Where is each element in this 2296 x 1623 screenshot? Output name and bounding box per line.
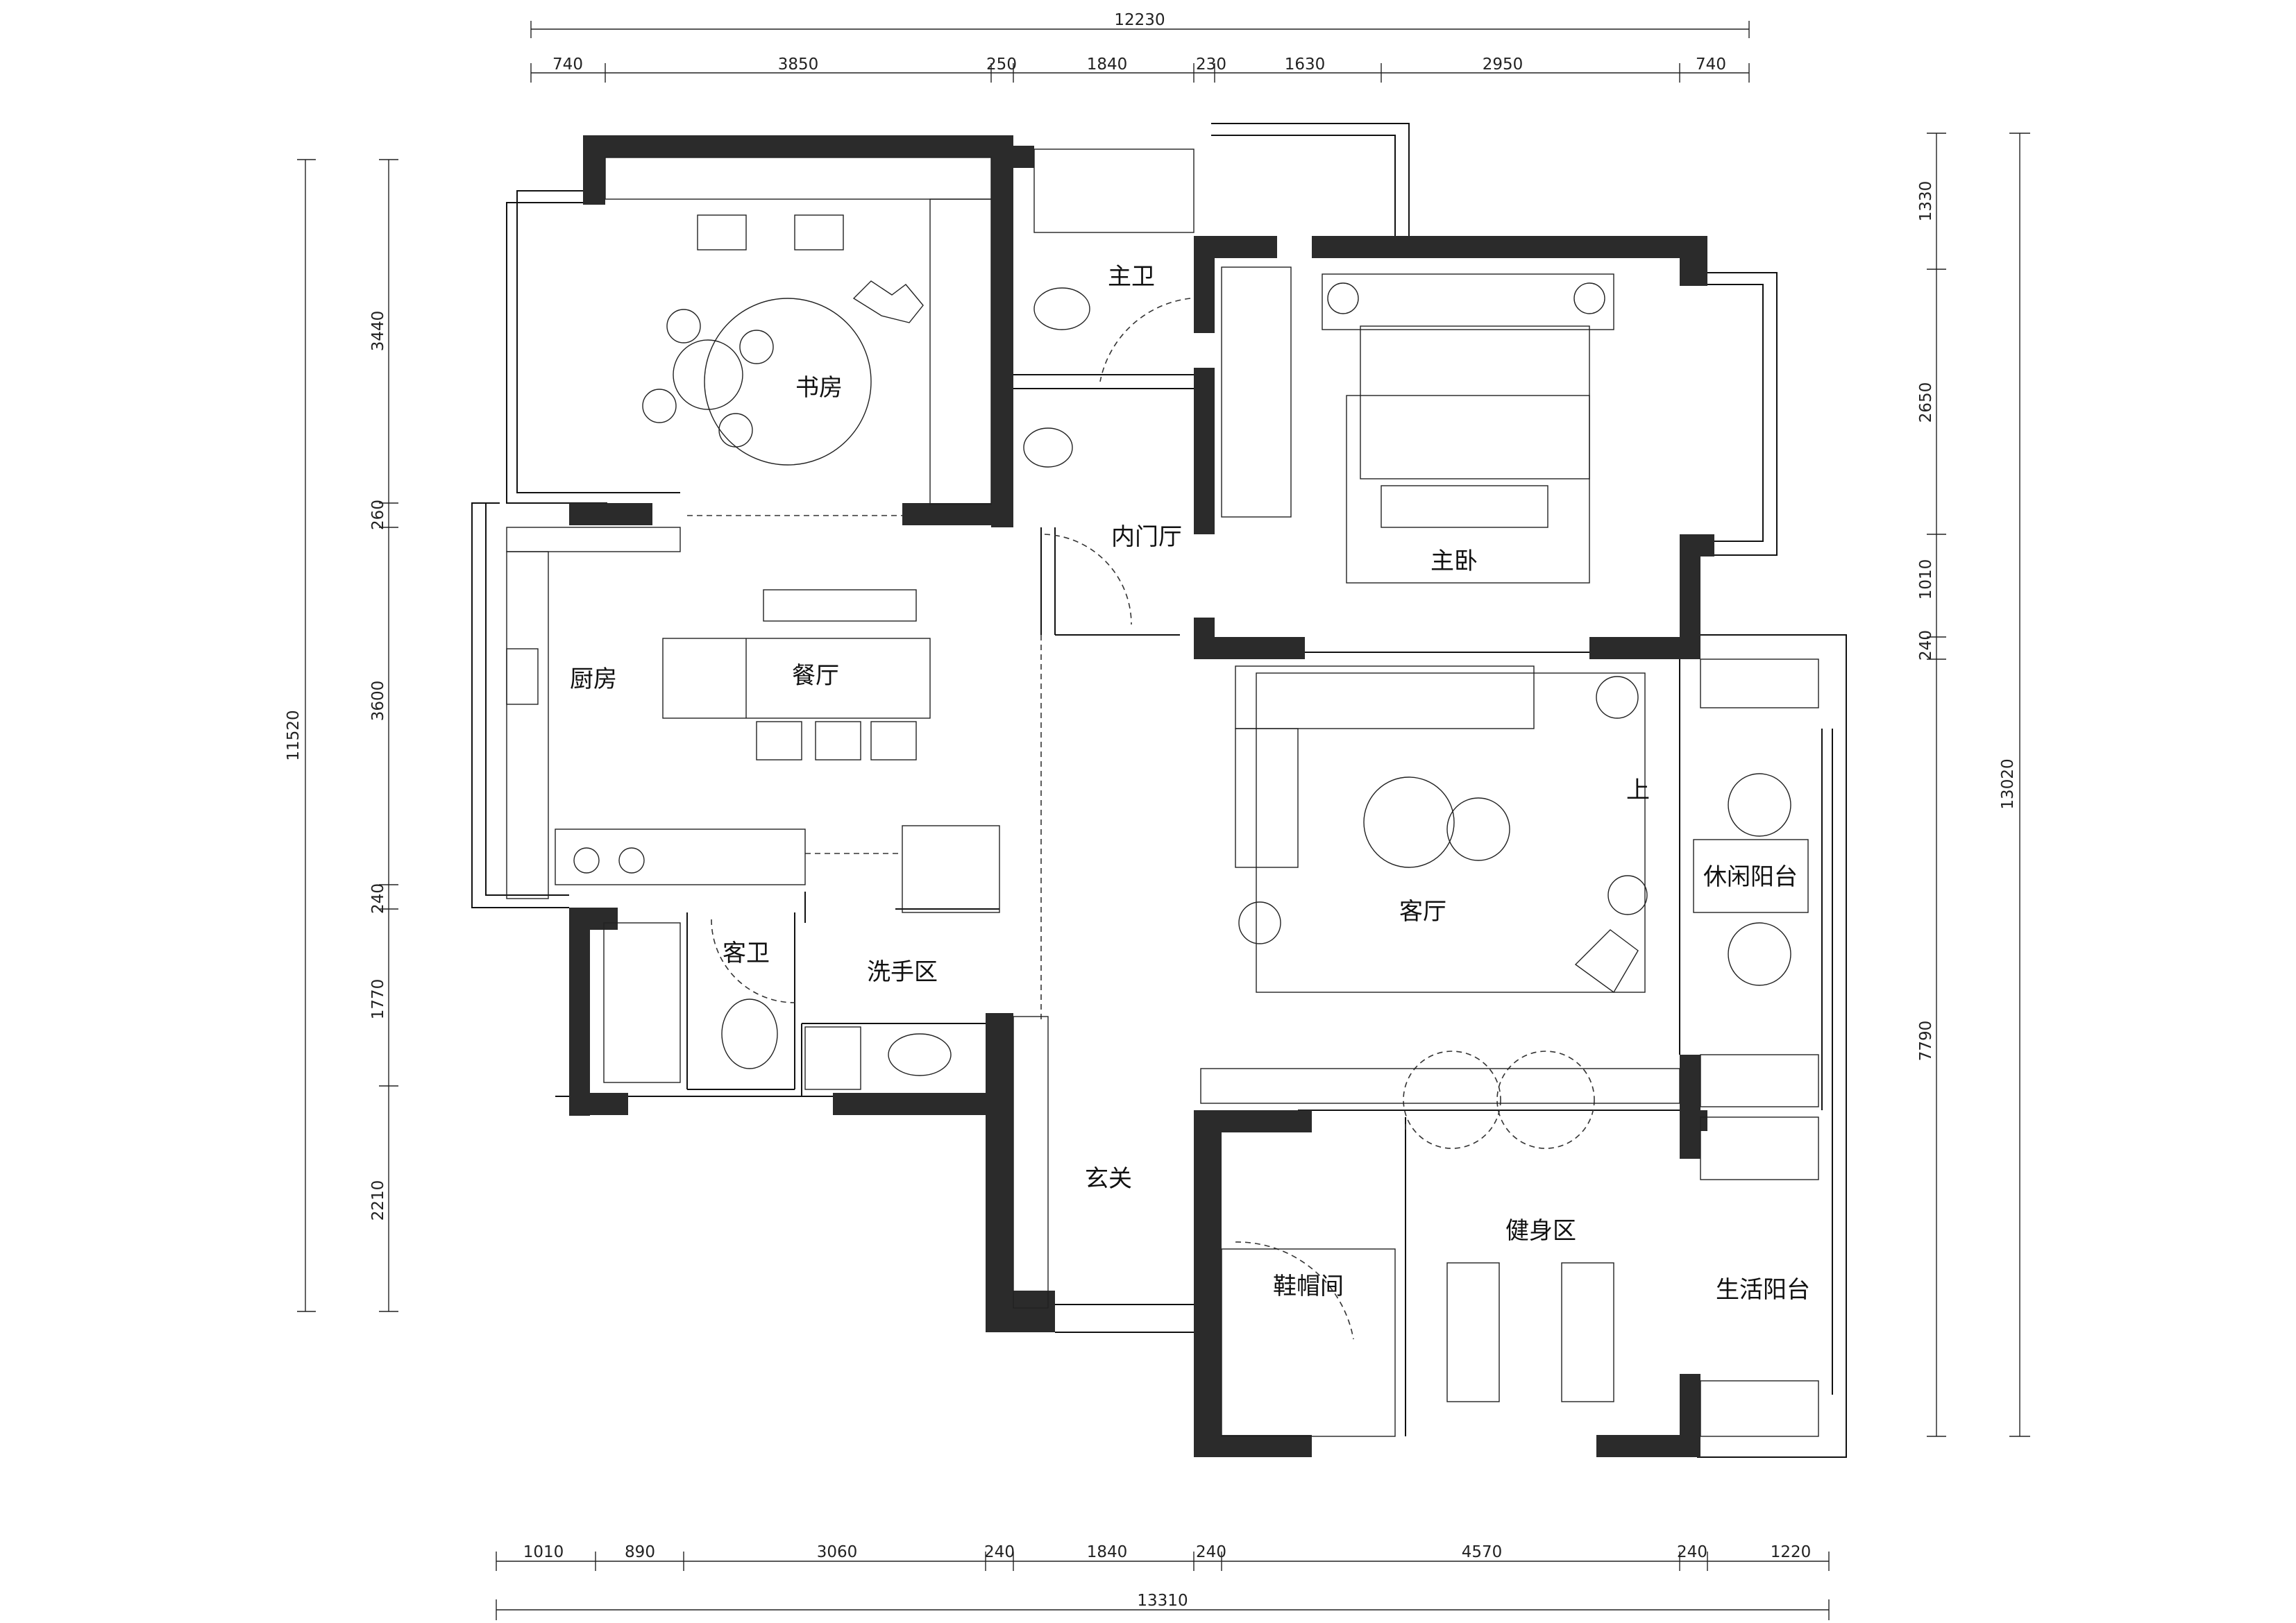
- bottom-dimension-lines: [496, 1552, 1830, 1620]
- room-label-dining: 餐厅: [792, 662, 839, 690]
- room-label-shoe-room: 鞋帽间: [1273, 1273, 1344, 1300]
- top-dim-8: 740: [1696, 56, 1726, 74]
- left-dimension-lines: [297, 159, 398, 1312]
- top-dim-2: 3850: [778, 56, 819, 74]
- top-dim-5: 230: [1196, 56, 1226, 74]
- walls: [569, 135, 1714, 1457]
- guest-bath-fixtures: [603, 922, 952, 1090]
- kitchen-dining-furniture: [506, 527, 1000, 913]
- right-dim-5: 7790: [1917, 1021, 1935, 1062]
- left-dim-4: 240: [369, 883, 387, 914]
- top-dimension-lines: [530, 21, 1750, 83]
- room-label-living: 客厅: [1399, 898, 1446, 926]
- left-dim-5: 1770: [369, 979, 387, 1020]
- bottom-dim-9: 1220: [1771, 1543, 1812, 1561]
- bottom-dim-5: 1840: [1087, 1543, 1128, 1561]
- left-dim-1: 3440: [369, 311, 387, 352]
- right-total-dimension: 13020: [1999, 758, 2017, 809]
- room-label-entrance: 玄关: [1085, 1165, 1132, 1193]
- openings: [687, 298, 1595, 1340]
- room-label-kitchen: 厨房: [570, 665, 617, 693]
- top-dim-4: 1840: [1087, 56, 1128, 74]
- right-dimension-lines: [1927, 133, 2030, 1437]
- top-total-dimension: 12230: [1114, 11, 1165, 29]
- left-dim-2: 260: [369, 500, 387, 530]
- bottom-dim-3: 3060: [817, 1543, 858, 1561]
- study-furniture: [605, 157, 992, 505]
- room-label-wash-area: 洗手区: [867, 958, 938, 986]
- outer-outline: [471, 123, 1847, 1458]
- right-dim-4: 240: [1917, 630, 1935, 661]
- room-label-utility-balcony: 生活阳台: [1716, 1276, 1810, 1304]
- bottom-dim-7: 4570: [1462, 1543, 1503, 1561]
- bottom-dim-8: 240: [1677, 1543, 1707, 1561]
- room-label-leisure-balcony: 休闲阳台: [1703, 863, 1798, 891]
- right-dim-1: 1330: [1917, 181, 1935, 222]
- entrance-gym-furniture: [1013, 1016, 1680, 1437]
- stair-up-label: 上: [1626, 776, 1650, 804]
- bedroom-furniture: [1221, 266, 1614, 584]
- left-total-dimension: 11520: [285, 710, 303, 760]
- top-dim-1: 740: [552, 56, 583, 74]
- bottom-dim-4: 240: [984, 1543, 1015, 1561]
- bottom-dim-1: 1010: [523, 1543, 564, 1561]
- room-label-master-bath: 主卫: [1108, 263, 1155, 291]
- bottom-dim-6: 240: [1196, 1543, 1226, 1561]
- left-dim-3: 3600: [369, 681, 387, 722]
- top-dim-7: 2950: [1483, 56, 1523, 74]
- bottom-total-dimension: 13310: [1137, 1592, 1188, 1610]
- room-label-guest-bath: 客卫: [723, 940, 770, 967]
- room-label-master-bedroom: 主卧: [1430, 547, 1478, 575]
- living-furniture: [1235, 665, 1648, 994]
- room-label-study: 书房: [795, 374, 843, 402]
- room-label-inner-hall: 内门厅: [1111, 523, 1182, 551]
- balcony-furniture: [1693, 658, 1819, 1437]
- left-dim-6: 2210: [369, 1180, 387, 1221]
- right-dim-3: 1010: [1917, 559, 1935, 600]
- right-dim-2: 2650: [1917, 382, 1935, 423]
- top-dim-6: 1630: [1285, 56, 1326, 74]
- bottom-dim-2: 890: [625, 1543, 655, 1561]
- room-label-gym: 健身区: [1505, 1217, 1576, 1245]
- master-bath-fixtures: [1023, 148, 1195, 468]
- top-dim-3: 250: [986, 56, 1017, 74]
